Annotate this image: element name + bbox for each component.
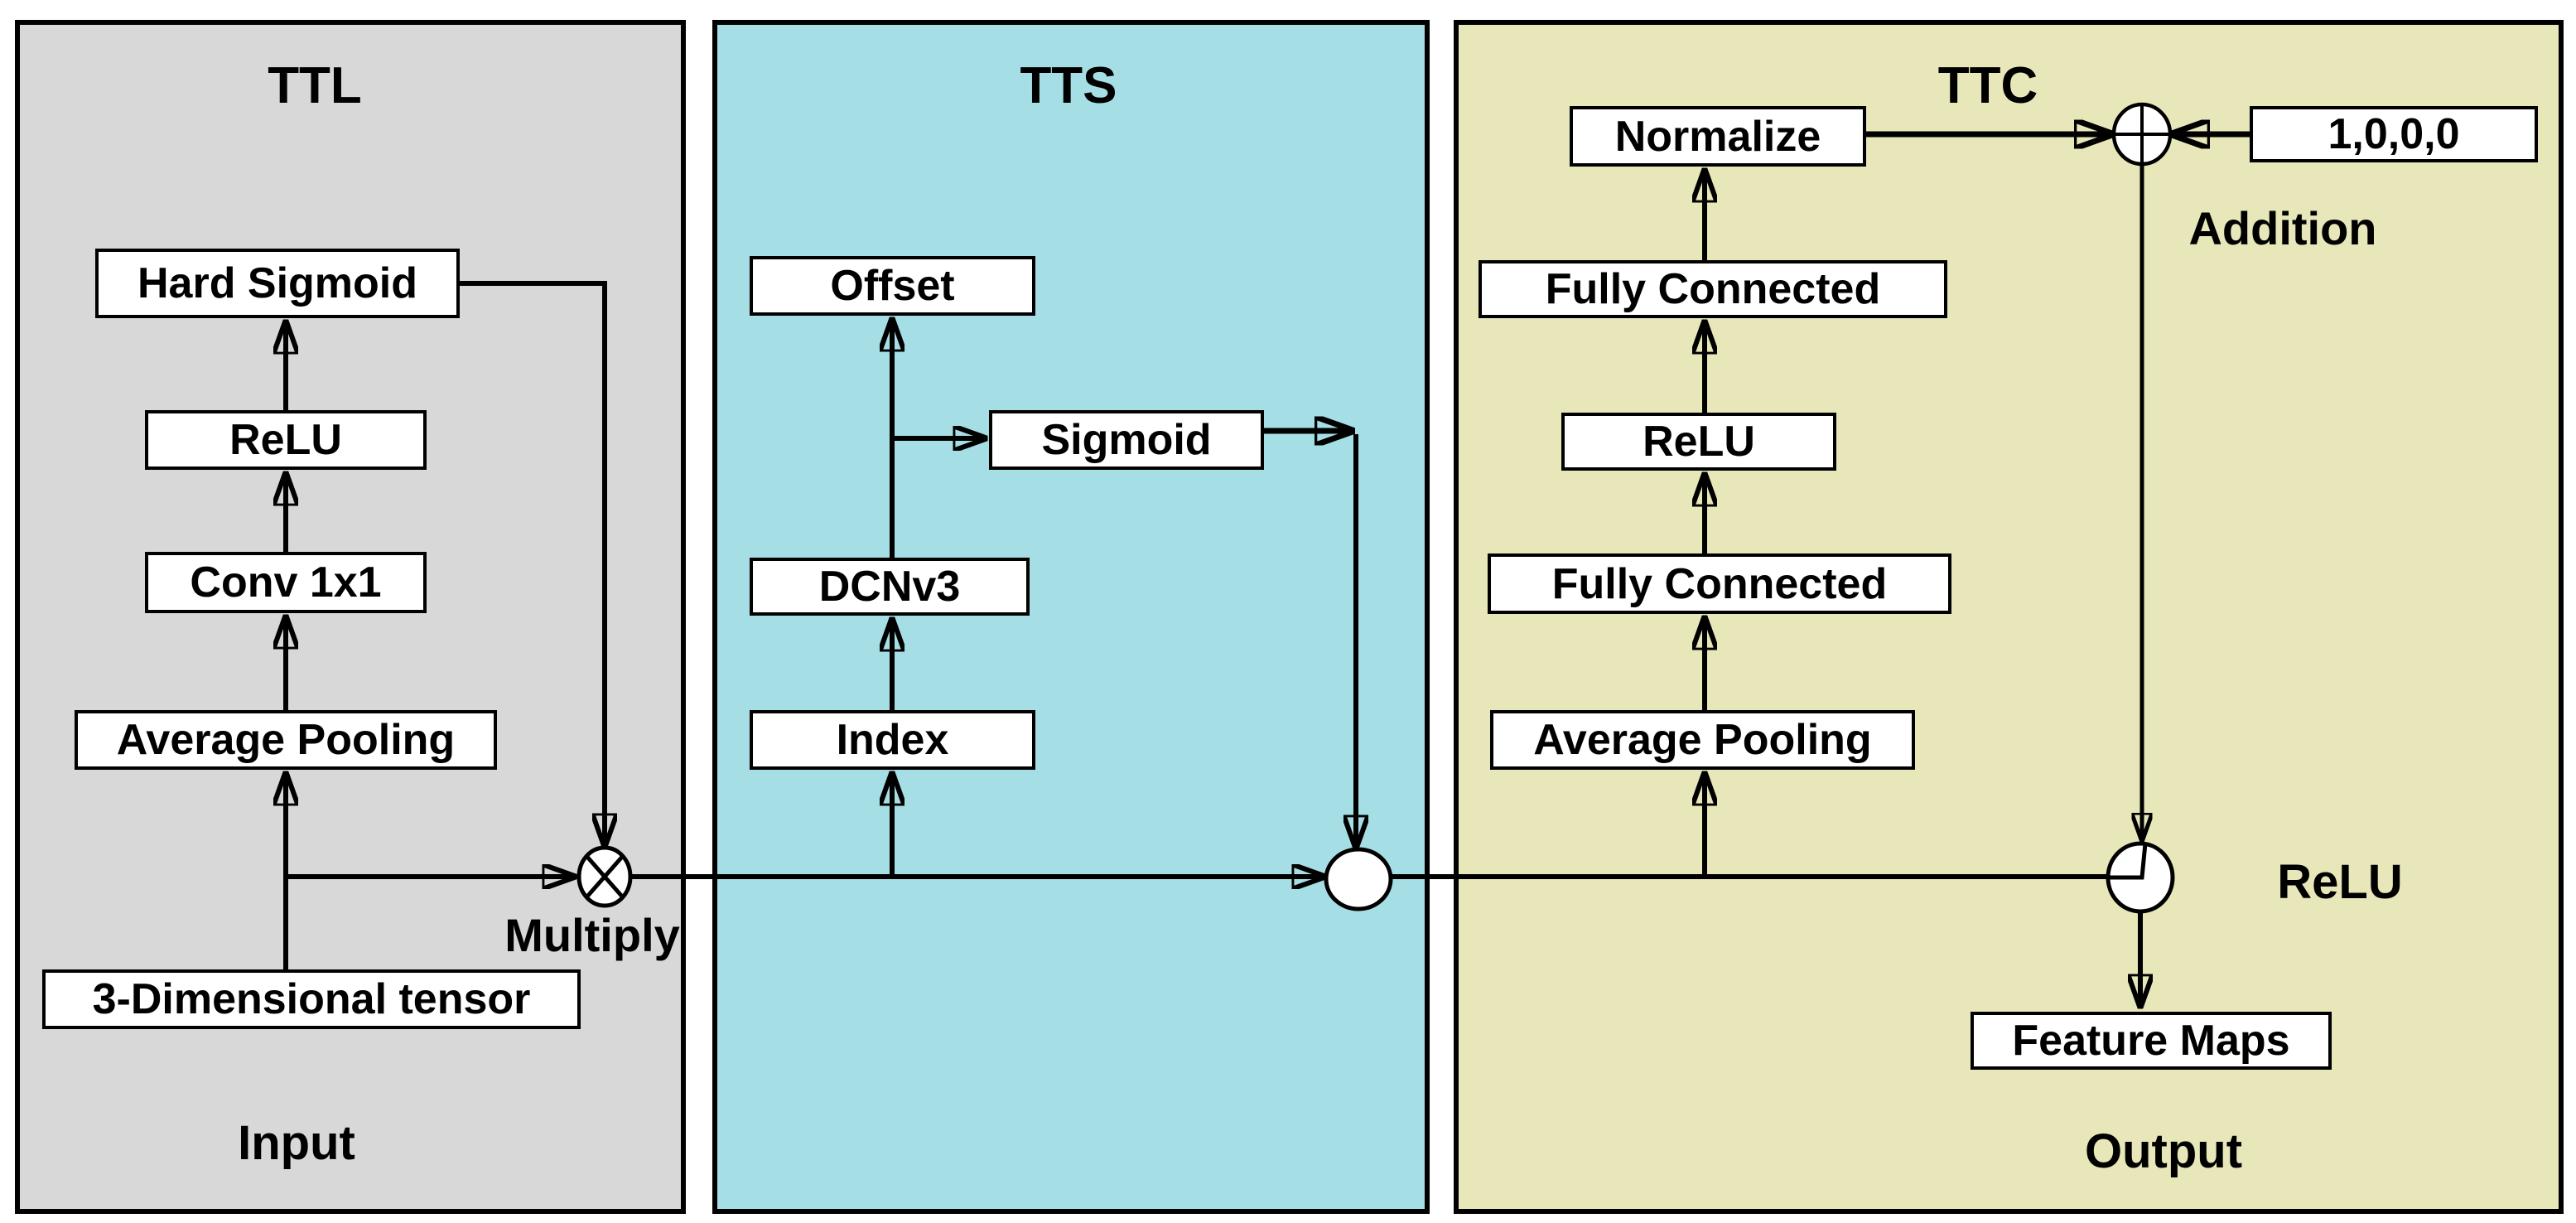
label-multiply: Multiply bbox=[504, 909, 680, 961]
node-normalize: Normalize bbox=[1570, 106, 1866, 167]
node-offset: Offset bbox=[750, 256, 1035, 316]
node-relu-ttc: ReLU bbox=[1561, 413, 1836, 471]
node-conv1x1: Conv 1x1 bbox=[145, 552, 427, 613]
panel-ttl bbox=[15, 20, 686, 1214]
node-feature-maps: Feature Maps bbox=[1971, 1012, 2332, 1070]
node-average-pooling-ttl: Average Pooling bbox=[75, 710, 497, 770]
node-dcnv3: DCNv3 bbox=[750, 558, 1030, 616]
label-relu-op: ReLU bbox=[2277, 855, 2403, 909]
node-sigmoid: Sigmoid bbox=[989, 410, 1264, 470]
node-index: Index bbox=[750, 710, 1035, 770]
node-fully-connected-bottom: Fully Connected bbox=[1488, 553, 1951, 614]
node-hard-sigmoid: Hard Sigmoid bbox=[95, 249, 460, 318]
panel-title-ttl: TTL bbox=[268, 57, 362, 114]
panel-title-tts: TTS bbox=[1020, 57, 1117, 114]
label-input: Input bbox=[238, 1116, 355, 1170]
node-3d-tensor: 3-Dimensional tensor bbox=[42, 969, 581, 1029]
node-fully-connected-top: Fully Connected bbox=[1479, 260, 1947, 318]
label-addition: Addition bbox=[2188, 202, 2377, 254]
label-output: Output bbox=[2084, 1124, 2243, 1178]
node-relu-ttl: ReLU bbox=[145, 410, 427, 470]
panel-tts bbox=[712, 20, 1430, 1214]
panel-title-ttc: TTC bbox=[1937, 57, 2038, 114]
node-constant-1000: 1,0,0,0 bbox=[2250, 106, 2538, 162]
node-average-pooling-ttc: Average Pooling bbox=[1490, 710, 1915, 770]
